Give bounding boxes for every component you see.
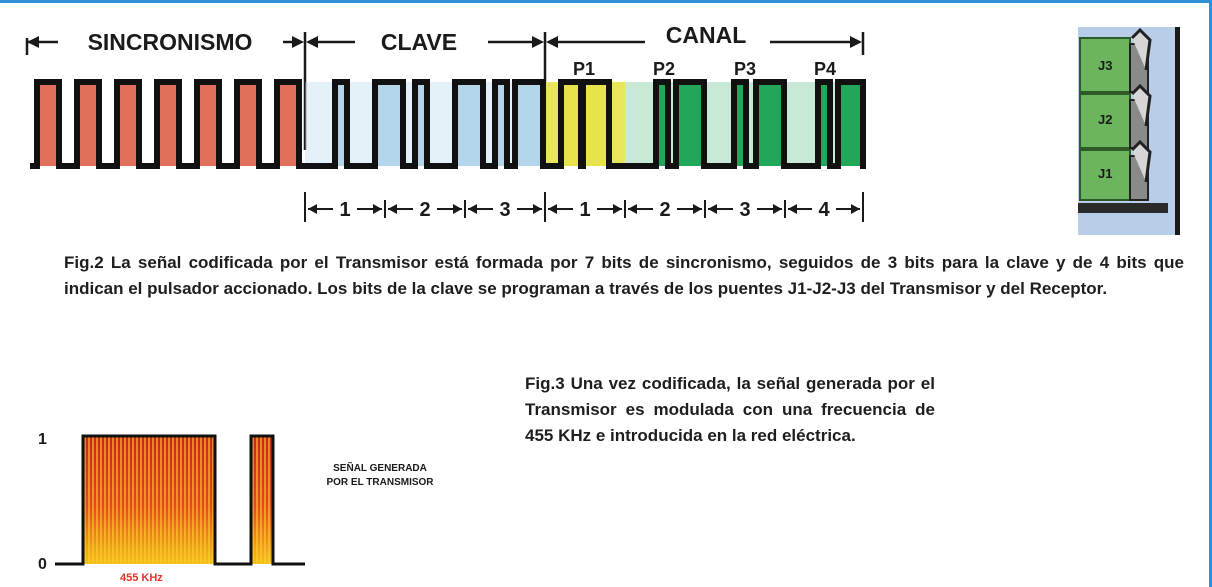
key-bit-label: 1: [339, 199, 350, 221]
bit-arrow-head: [373, 204, 382, 214]
section-label-channel: CANAL: [666, 22, 747, 48]
bit-arrow-head: [468, 204, 477, 214]
bit-index-row: 1 2 3 1 2 3 4: [304, 192, 864, 222]
channel-label-p2: P2: [653, 59, 675, 79]
signal-label-line2: POR EL TRANSMISOR: [326, 477, 434, 488]
section-label-key: CLAVE: [381, 29, 457, 55]
level-high-label: 1: [38, 431, 47, 448]
pulse-bar-key: [455, 82, 483, 166]
channel-labels: P1 P2 P3 P4: [573, 59, 836, 79]
bit-arrow-head: [453, 204, 462, 214]
pulse-bar-channel: [756, 82, 784, 166]
jumper-label-j3: J3: [1098, 58, 1112, 73]
pulse-bar-sync: [117, 82, 139, 166]
pulse-bar-channel: [838, 82, 863, 166]
frequency-label: 455 KHz: [120, 572, 163, 584]
bit-arrow-head: [533, 204, 542, 214]
section-header-channel: CANAL: [546, 22, 865, 55]
jumper-j3: J3: [1079, 27, 1152, 93]
channel-bit-label: 2: [659, 199, 670, 221]
bit-arrow-head: [308, 204, 317, 214]
signal-label-line1: SEÑAL GENERADA: [333, 461, 427, 474]
channel-bit-label: 4: [818, 199, 830, 221]
bit-arrow-head: [388, 204, 397, 214]
key-bit-label: 3: [499, 199, 510, 221]
level-low-label: 0: [38, 556, 47, 573]
channel-label-p1: P1: [573, 59, 595, 79]
bit-arrow-head: [613, 204, 622, 214]
section-label-sync: SINCRONISMO: [88, 29, 253, 55]
fig3-caption: Fig.3 Una vez codificada, la señal gener…: [525, 374, 935, 445]
pulse-bar-sync: [157, 82, 179, 166]
bit-arrow-head: [548, 204, 557, 214]
section-header-key: CLAVE: [306, 29, 544, 55]
bit-arrow-head: [693, 204, 702, 214]
jumper-j2: J2: [1079, 83, 1152, 149]
channel-label-p3: P3: [734, 59, 756, 79]
section-header-sync: SINCRONISMO: [25, 29, 304, 55]
channel-label-p4: P4: [814, 59, 836, 79]
modulated-signal: 1 0 455 KHz SEÑAL GENERADA POR EL TRANSM…: [38, 431, 434, 584]
right-border: [1209, 0, 1212, 587]
jumper-j1: J1: [1079, 139, 1152, 201]
channel-bit-label: 1: [579, 199, 590, 221]
fig2-caption: Fig.2 La señal codificada por el Transmi…: [64, 253, 1184, 298]
bit-arrow-head: [773, 204, 782, 214]
pulse-bar-sync: [77, 82, 99, 166]
top-border: [0, 0, 1212, 3]
channel-bit-label: 3: [739, 199, 750, 221]
bit-arrow-head: [851, 204, 860, 214]
envelope-line: [55, 434, 305, 566]
signal-waveform: [30, 79, 866, 169]
bit-arrow-head: [788, 204, 797, 214]
pulse-bar-sync: [277, 82, 299, 166]
pulse-bar-key: [515, 82, 543, 166]
pulse-train: [37, 82, 863, 166]
jumper-label-j2: J2: [1098, 112, 1112, 127]
jumper-label-j1: J1: [1098, 166, 1112, 181]
pulse-bar-sync: [197, 82, 219, 166]
pulse-bar-channel: [676, 82, 704, 166]
bit-arrow-head: [708, 204, 717, 214]
pulse-bar-sync: [237, 82, 259, 166]
pulse-bar-key: [375, 82, 403, 166]
pulse-bar-p1: [561, 82, 583, 166]
pulse-bar-sync: [37, 82, 59, 166]
key-bit-label: 2: [419, 199, 430, 221]
jumper-block-illustration: J3 J2 J1: [1078, 27, 1180, 235]
bit-arrow-head: [628, 204, 637, 214]
